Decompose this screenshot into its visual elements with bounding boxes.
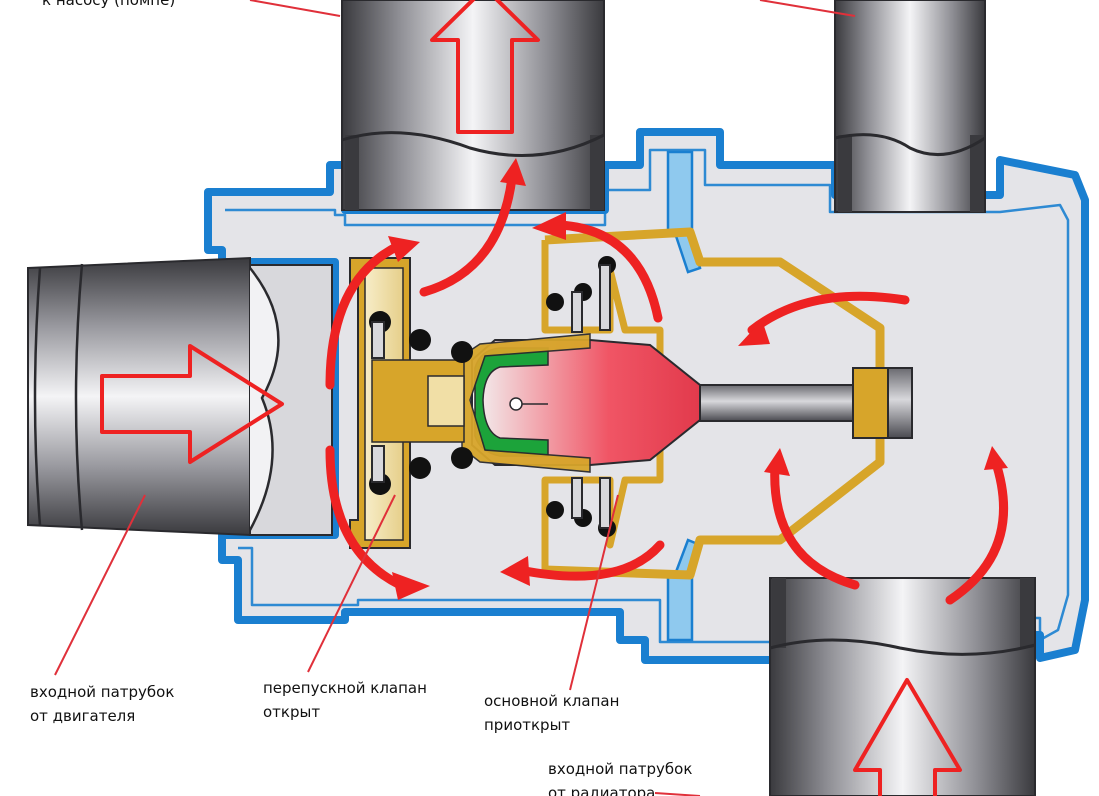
flow-arrowhead-icon <box>392 572 430 600</box>
flow-arrow-icon <box>515 540 665 581</box>
flow-arrowhead-icon <box>532 212 566 240</box>
outflow-arrow-icon <box>430 0 540 134</box>
label-engine-inlet-line2: от двигателя <box>30 707 136 725</box>
label-to-pump-text: к насосу (помпе) <box>42 0 176 9</box>
flow-arrow-icon <box>770 460 860 590</box>
label-engine-inlet-line1: входной патрубок <box>30 683 175 701</box>
label-bypass-valve-line2: открыт <box>263 703 321 721</box>
bypass-valve <box>349 257 465 549</box>
label-bypass-valve-line1: перепускной клапан <box>263 679 427 697</box>
flow-arrowhead-icon <box>388 236 420 262</box>
radiator-inlet-pipe <box>769 577 1036 796</box>
flow-arrow-icon <box>555 220 663 323</box>
housing-inner-wall <box>225 148 1070 644</box>
flow-arrow-icon <box>945 455 1009 605</box>
flow-arrow-icon <box>325 445 405 590</box>
radiator-inflow-arrow-icon <box>853 678 962 796</box>
flow-arrow-icon <box>747 291 910 335</box>
label-radiator-inlet: входной патрубок от радиатора <box>548 757 692 796</box>
outlet-pipe-to-pump <box>341 0 605 211</box>
flow-arrowhead-icon <box>764 448 790 476</box>
flow-arrowheads <box>388 158 1008 600</box>
flow-arrows <box>325 173 1009 605</box>
leader-lines <box>54 0 856 796</box>
label-main-valve: основной клапан приоткрыт <box>484 689 619 737</box>
label-bypass-valve: перепускной клапан открыт <box>263 676 427 724</box>
label-to-pump: к насосу (помпе) <box>42 0 175 12</box>
engine-inlet-pipe <box>27 256 333 537</box>
flow-arrowhead-icon <box>738 320 770 346</box>
label-main-valve-line2: приоткрыт <box>484 716 571 734</box>
main-valve <box>461 333 701 473</box>
flow-arrow-icon <box>419 173 517 297</box>
top-right-pipe <box>834 0 986 213</box>
label-radiator-inlet-line2: от радиатора <box>548 784 656 796</box>
flow-arrowhead-icon <box>500 158 526 186</box>
spring-coils <box>371 264 611 529</box>
flow-arrowhead-icon <box>984 446 1008 470</box>
label-radiator-inlet-line1: входной патрубок <box>548 760 693 778</box>
label-engine-inlet: входной патрубок от двигателя <box>30 680 174 728</box>
flow-arrowhead-icon <box>500 556 530 586</box>
label-main-valve-line1: основной клапан <box>484 692 620 710</box>
inflow-arrow-icon <box>100 344 284 464</box>
flow-arrow-icon <box>325 241 403 390</box>
